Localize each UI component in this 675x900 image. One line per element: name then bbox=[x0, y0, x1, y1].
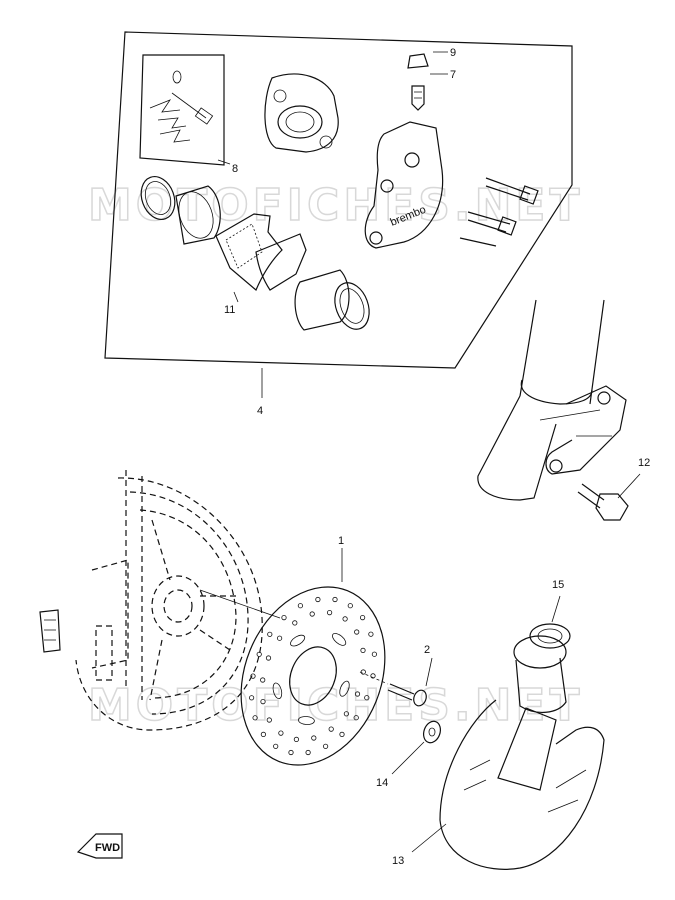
watermark-top: MOTOFICHES.NET bbox=[88, 180, 584, 231]
washer: 14 bbox=[376, 720, 442, 789]
spacer-15: 15 bbox=[513, 579, 571, 713]
disc-hole bbox=[360, 647, 366, 654]
fwd-arrow-icon: FWD bbox=[76, 833, 123, 859]
disc-hole bbox=[292, 620, 298, 626]
disc-slot bbox=[339, 680, 350, 697]
disc-hole bbox=[342, 616, 348, 622]
callout-15: 15 bbox=[552, 579, 564, 591]
caliper-bolts bbox=[459, 177, 539, 247]
callout-4: 4 bbox=[257, 405, 263, 417]
disc-hole bbox=[343, 711, 349, 717]
disc-hole bbox=[260, 677, 266, 683]
disc-hole bbox=[360, 669, 366, 675]
disc-hole bbox=[315, 596, 321, 603]
disc-slot bbox=[332, 633, 347, 646]
disc-slot bbox=[290, 634, 306, 647]
disc-slot bbox=[298, 716, 315, 725]
callout-14: 14 bbox=[376, 777, 388, 789]
disc-guard: 13 bbox=[392, 699, 605, 870]
disc-hole bbox=[359, 614, 366, 621]
disc-hole bbox=[353, 715, 359, 721]
disc-hole bbox=[278, 730, 284, 736]
disc-hole bbox=[322, 743, 329, 749]
wheel-hub-dashed bbox=[39, 470, 263, 731]
disc-hole bbox=[250, 673, 256, 679]
caliper-half bbox=[264, 73, 339, 153]
disc-hole bbox=[354, 691, 361, 697]
disc-hole bbox=[364, 695, 370, 701]
disc-hole bbox=[305, 749, 311, 756]
axle-bolt-12: 12 bbox=[577, 457, 650, 521]
disc-hole bbox=[276, 635, 283, 641]
disc-hole bbox=[267, 631, 273, 637]
disc-hole bbox=[347, 603, 353, 609]
disc-bolt: 2 bbox=[359, 644, 433, 707]
disc-slot bbox=[272, 682, 283, 700]
disc-hole bbox=[260, 731, 266, 738]
caliper-assembly-box: brembo bbox=[104, 31, 573, 369]
disc-hole bbox=[293, 736, 299, 743]
disc-hole bbox=[266, 717, 272, 723]
disc-hole bbox=[326, 609, 333, 616]
fwd-label: FWD bbox=[95, 842, 120, 854]
watermark-bottom: MOTOFICHES.NET bbox=[88, 680, 584, 731]
disc-hole bbox=[281, 614, 287, 621]
disc-hole bbox=[370, 673, 376, 679]
disc-hole bbox=[260, 698, 266, 705]
disc-hole bbox=[273, 743, 279, 749]
disc-hole bbox=[371, 651, 377, 657]
callout-11: 11 bbox=[224, 304, 235, 316]
callout-13: 13 bbox=[392, 855, 404, 867]
callout-8: 8 bbox=[232, 163, 238, 175]
brake-disc: 1 bbox=[199, 535, 386, 766]
disc-hole bbox=[252, 715, 258, 721]
callout-12: 12 bbox=[638, 457, 650, 469]
callout-2: 2 bbox=[424, 644, 430, 656]
brake-pads bbox=[215, 213, 307, 291]
bleed-cap bbox=[407, 53, 429, 69]
disc-hole bbox=[339, 731, 345, 738]
disc-hole bbox=[256, 651, 262, 657]
bleed-screw bbox=[411, 85, 425, 111]
disc-hole bbox=[309, 611, 315, 617]
disc-hole bbox=[311, 735, 317, 741]
disc-hole bbox=[328, 726, 334, 732]
disc-hole bbox=[297, 603, 303, 609]
callout-1: 1 bbox=[338, 535, 344, 547]
disc-hole bbox=[354, 629, 360, 635]
seal-kit-inset bbox=[139, 54, 225, 166]
callout-9: 9 bbox=[450, 47, 456, 59]
disc-hole bbox=[265, 655, 272, 661]
callout-7: 7 bbox=[450, 69, 456, 81]
pistons-seals bbox=[140, 176, 370, 331]
fork-leg bbox=[477, 299, 627, 501]
disc-hole bbox=[249, 695, 255, 701]
disc-hole bbox=[368, 631, 374, 637]
disc-hole bbox=[288, 749, 294, 756]
disc-hole bbox=[332, 596, 338, 603]
